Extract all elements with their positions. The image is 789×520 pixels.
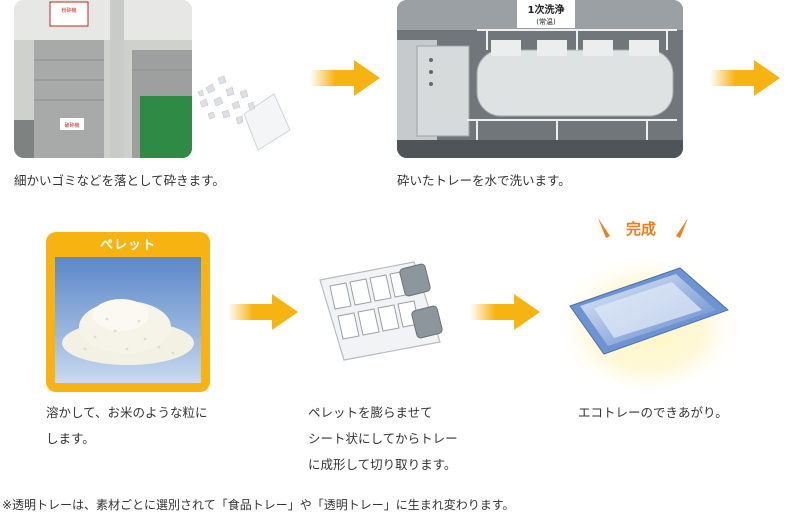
sheet-caption: ペレットを膨らませて シート状にしてからトレー に成形して切り取ります。 xyxy=(308,400,458,478)
finished-badge: 完成 xyxy=(626,220,657,238)
sheet-caption-line-2: シート状にしてからトレー xyxy=(308,431,458,446)
crush-caption: 細かいゴミなどを落として砕きます。 xyxy=(14,173,225,188)
finished-caption: エコトレーのできあがり。 xyxy=(578,405,728,420)
crusher-sign: 粉砕機 xyxy=(61,7,76,14)
arrow-right-icon xyxy=(228,294,298,330)
wash-sign-sub: (常温) xyxy=(536,17,556,26)
pellet-photo xyxy=(55,257,201,383)
arrow-right-icon xyxy=(310,60,380,96)
arrow-right-icon xyxy=(470,294,540,330)
sheet-caption-line-1: ペレットを膨らませて xyxy=(308,405,433,420)
finished-tray-illustration xyxy=(552,218,744,388)
pellet-card: ペレット xyxy=(46,232,210,392)
crushed-flakes-illustration xyxy=(197,75,291,151)
arrow-right-icon xyxy=(710,60,780,96)
pellet-caption: 溶かして、お米のような粒に します。 xyxy=(46,400,208,452)
wash-sign-title: 1次洗浄 xyxy=(528,3,565,16)
footnote: ※透明トレーは、素材ごとに選別されて「食品トレー」や「透明トレー」に生まれ変わり… xyxy=(2,498,515,512)
pellet-caption-line-2: します。 xyxy=(46,431,95,446)
crusher-photo: 粉砕機 破砕機 xyxy=(14,0,192,158)
sparkle-left-icon xyxy=(598,218,610,238)
sheet-caption-line-3: に成形して切り取ります。 xyxy=(308,457,457,472)
molded-sheet-illustration xyxy=(319,261,443,361)
wash-caption: 砕いたトレーを水で洗います。 xyxy=(397,173,571,188)
crusher-sign-2: 破砕機 xyxy=(64,122,79,129)
washing-machine-photo: 1次洗浄 (常温) xyxy=(397,0,683,158)
pellet-badge: ペレット xyxy=(99,238,156,253)
pellet-caption-line-1: 溶かして、お米のような粒に xyxy=(46,405,208,420)
sparkle-right-icon xyxy=(676,218,688,238)
